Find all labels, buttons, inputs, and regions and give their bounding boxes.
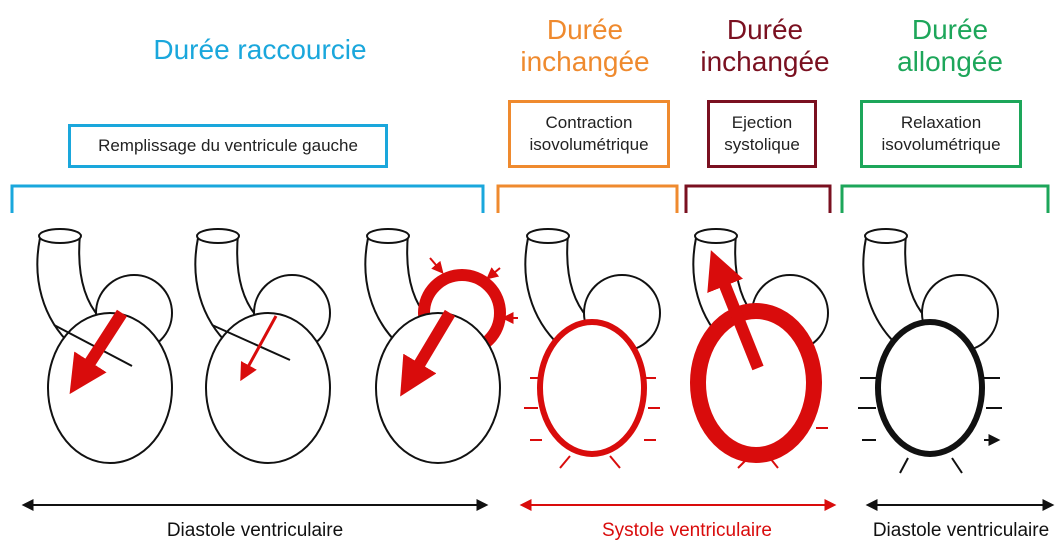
heart-1 [37, 229, 172, 463]
heart-5 [693, 229, 828, 468]
label-diastole-left: Diastole ventriculaire [140, 520, 370, 542]
label-systole: Systole ventriculaire [572, 520, 802, 542]
bracket-blue [12, 186, 483, 213]
bracket-green [842, 186, 1048, 213]
heart-4 [524, 229, 660, 468]
label-diastole-right: Diastole ventriculaire [858, 520, 1064, 542]
bracket-orange [498, 186, 677, 213]
heart-3 [365, 229, 518, 463]
heart-2 [195, 229, 330, 463]
heart-6 [858, 229, 1002, 473]
bracket-darkred [686, 186, 830, 213]
